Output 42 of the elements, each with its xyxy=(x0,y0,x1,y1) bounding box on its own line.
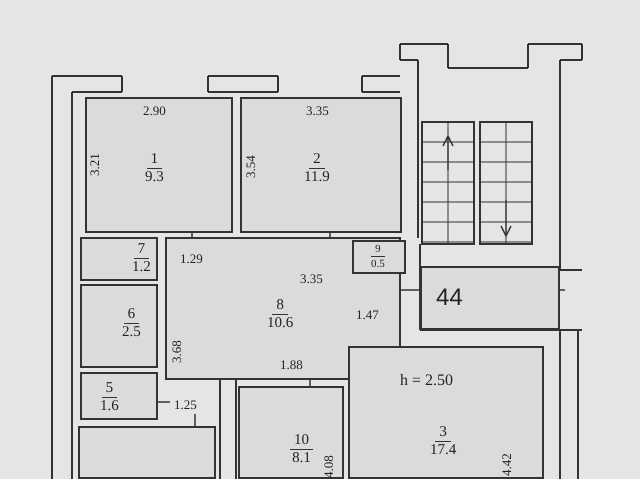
room-area: 2.5 xyxy=(122,324,141,341)
room xyxy=(78,426,216,479)
dimension-label: 4.08 xyxy=(322,455,336,478)
room-area: 1.6 xyxy=(100,398,119,415)
room xyxy=(238,386,344,479)
dimension-label: 3.68 xyxy=(170,340,184,363)
room-area: 17.4 xyxy=(430,442,456,459)
dimension-label: 1.47 xyxy=(356,308,379,322)
room xyxy=(80,372,158,420)
room xyxy=(352,240,406,274)
dimension-label: 3.54 xyxy=(244,155,258,178)
room-number: 3 xyxy=(435,424,451,442)
room-number: 8 xyxy=(272,297,288,315)
dimension-label: 1.29 xyxy=(180,252,203,266)
dimension-label: 4.42 xyxy=(500,453,514,476)
room-area: 10.6 xyxy=(267,315,294,332)
room-number: 7 xyxy=(134,241,150,259)
room-area: 1.2 xyxy=(132,259,151,276)
ceiling-height-note: h = 2.50 xyxy=(400,372,454,390)
room-area: 8.1 xyxy=(292,450,311,467)
room xyxy=(85,97,233,233)
room xyxy=(80,237,158,281)
room-area: 9.3 xyxy=(145,169,164,186)
dimension-label: 1.25 xyxy=(174,398,197,412)
dimension-label: 1.88 xyxy=(280,358,303,372)
room-number: 2 xyxy=(309,151,325,169)
room xyxy=(80,284,158,368)
room-number: 9 xyxy=(371,242,385,257)
room xyxy=(348,346,544,479)
room-number: 10 xyxy=(290,432,313,450)
apartment-number: 44 xyxy=(436,284,463,312)
dimension-label: 3.35 xyxy=(306,104,329,118)
room-area: 0.5 xyxy=(371,257,385,271)
room-number: 5 xyxy=(102,380,118,398)
room-area: 11.9 xyxy=(304,169,330,186)
room-number: 6 xyxy=(124,306,140,324)
room-number: 1 xyxy=(146,151,162,169)
dimension-label: 3.35 xyxy=(300,272,323,286)
dimension-label: 2.90 xyxy=(143,104,166,118)
room xyxy=(240,97,402,233)
stair-landing xyxy=(420,266,560,330)
dimension-label: 3.21 xyxy=(88,153,102,176)
